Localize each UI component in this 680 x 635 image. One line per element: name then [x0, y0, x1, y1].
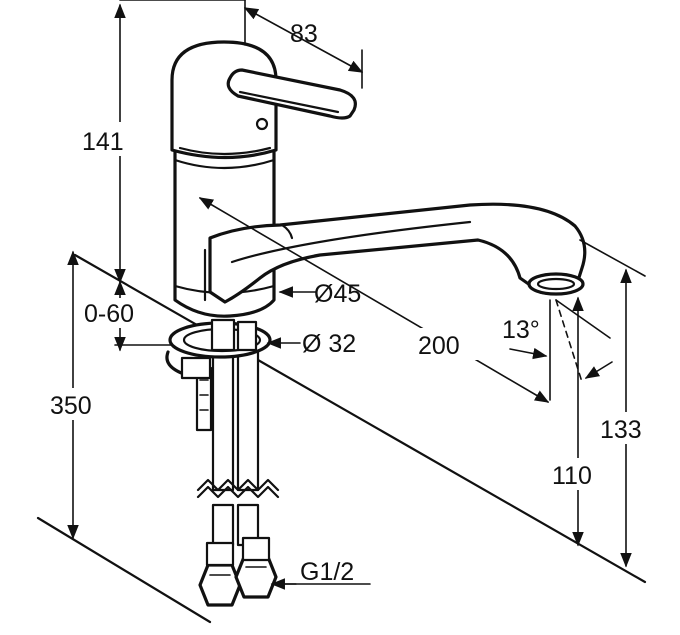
label-hole-diameter: Ø 32: [302, 330, 356, 358]
label-below-counter: 350: [50, 392, 92, 420]
label-adjust-range: 0-60: [84, 300, 134, 328]
label-spout-clearance: 110: [552, 462, 592, 490]
dim-spout-height: 133: [579, 239, 658, 568]
dim-hole-diameter: Ø 32: [266, 330, 356, 358]
label-spout-height: 133: [600, 416, 642, 444]
dim-spout-clearance: 110: [548, 296, 610, 547]
lever-handle: [226, 68, 357, 131]
dim-below-counter: 350: [44, 250, 106, 540]
label-swivel-angle: 13°: [502, 316, 540, 344]
label-spout-reach: 200: [418, 332, 460, 360]
dim-handle-length: 83: [243, 0, 364, 89]
label-connection-thread: G1/2: [300, 558, 354, 586]
dim-spout-reach: 200: [198, 197, 550, 403]
dim-body-height: 141: [78, 0, 246, 284]
dim-adjust-range: 0-60: [82, 280, 148, 352]
label-body-diameter: Ø45: [314, 280, 361, 308]
dim-body-diameter: Ø45: [278, 280, 361, 308]
label-body-height: 141: [82, 128, 124, 156]
hex-connectors: [198, 536, 278, 607]
dim-connection-thread: G1/2: [270, 558, 371, 590]
label-handle-length: 83: [290, 20, 318, 48]
